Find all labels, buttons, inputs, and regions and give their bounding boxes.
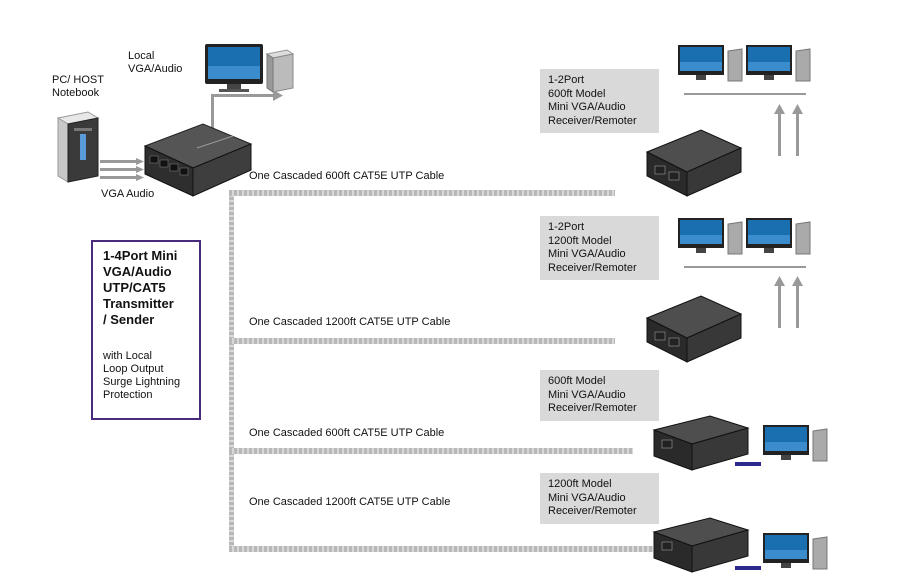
up-arrow-icon <box>774 276 803 328</box>
monitor-icon <box>763 425 828 462</box>
local-arrow-icon <box>211 90 283 136</box>
monitor-icon <box>678 218 743 255</box>
receiver-label-1: 1-2Port 600ft Model Mini VGA/Audio Recei… <box>540 69 659 134</box>
vga-cable-line <box>735 566 761 570</box>
receiver-label-2: 1-2Port 1200ft Model Mini VGA/Audio Rece… <box>540 216 659 281</box>
vertical-cable-bus <box>229 192 234 552</box>
vga-audio-label: VGA Audio <box>101 188 155 200</box>
cable-label-1: One Cascaded 600ft CAT5E UTP Cable <box>249 170 445 182</box>
monitor-icon <box>746 45 811 82</box>
monitor-shelf-line <box>684 266 806 268</box>
sender-info-box: 1-4Port Mini VGA/Audio UTP/CAT5 Transmit… <box>91 240 201 420</box>
cable-line-4 <box>229 546 653 552</box>
monitor-icon <box>678 45 743 82</box>
cable-line-1 <box>229 190 615 196</box>
monitor-icon <box>763 533 828 570</box>
host-label: PC/ HOST Notebook <box>52 74 104 99</box>
receiver-device-icon <box>652 517 750 573</box>
cable-label-4: One Cascaded 1200ft CAT5E UTP Cable <box>249 496 451 508</box>
vga-audio-arrows-icon <box>100 158 144 181</box>
receiver-device-icon <box>645 129 743 197</box>
receiver-device-icon <box>652 415 750 471</box>
up-arrow-icon <box>774 104 803 156</box>
receiver-label-3: 600ft Model Mini VGA/Audio Receiver/Remo… <box>540 370 659 421</box>
local-label: Local VGA/Audio <box>128 50 183 75</box>
cable-label-3: One Cascaded 600ft CAT5E UTP Cable <box>249 427 445 439</box>
cable-line-3 <box>229 448 633 454</box>
monitor-icon <box>746 218 811 255</box>
sender-title: 1-4Port Mini VGA/Audio UTP/CAT5 Transmit… <box>103 248 178 327</box>
sender-subtitle: with Local Loop Output Surge Lightning P… <box>103 350 181 401</box>
monitor-shelf-line <box>684 93 806 95</box>
vga-cable-line <box>735 462 761 466</box>
local-monitor-icon <box>205 44 295 93</box>
pc-tower-icon <box>56 111 100 183</box>
cable-label-2: One Cascaded 1200ft CAT5E UTP Cable <box>249 316 451 328</box>
receiver-label-4: 1200ft Model Mini VGA/Audio Receiver/Rem… <box>540 473 659 524</box>
cable-line-2 <box>229 338 615 344</box>
receiver-device-icon <box>645 295 743 363</box>
sender-device-icon <box>143 123 253 197</box>
